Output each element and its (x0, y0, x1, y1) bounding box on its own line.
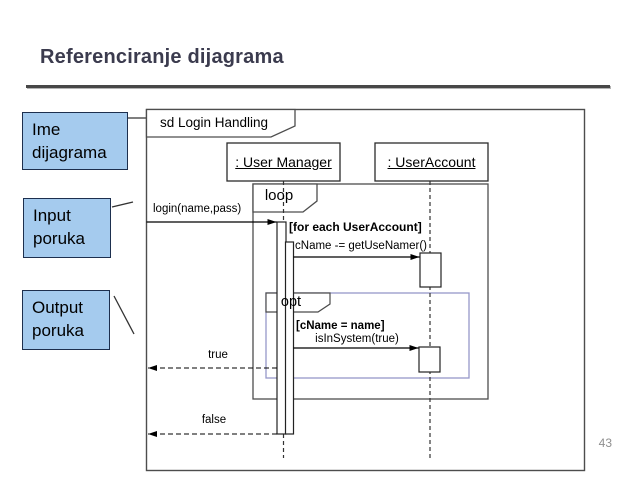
loop-operator-pentagon (252, 183, 318, 213)
title-underline-rule (26, 85, 610, 88)
user-manager-nested-activation (284, 241, 295, 435)
page-number: 43 (598, 436, 612, 450)
login-message-label: login(name,pass) (153, 203, 242, 215)
callout-output-message-line2: poruka (32, 321, 84, 340)
user-manager-activation (276, 221, 287, 435)
loop-fragment-frame (252, 183, 489, 400)
callout-output-message: Output poruka (22, 290, 110, 350)
user-account-head-box (374, 142, 489, 182)
sd-frame (145, 108, 586, 472)
callout-diagram-name-line1: Ime (32, 120, 61, 139)
sd-frame-label: sd Login Handling (159, 115, 269, 130)
user-account-activation-1 (419, 252, 442, 288)
opt-operator-label: opt (280, 294, 302, 310)
sd-frame-label-pentagon (145, 108, 296, 138)
callout-diagram-name-line2: dijagrama (32, 143, 107, 162)
loop-guard-label: [for each UserAccount] (289, 220, 422, 234)
lifeline-user-manager-name: : User Manager (235, 154, 332, 170)
opt-guard-label: [cName = name] (296, 320, 385, 332)
user-manager-head-box (226, 142, 341, 182)
slide-title: Referenciranje dijagrama (40, 46, 284, 68)
callout-input-message-line1: Input (33, 206, 71, 225)
connector-input-message (111, 201, 134, 208)
loop-operator-label: loop (264, 187, 294, 204)
get-user-name-message-label: cName -= getUseNamer() (295, 240, 427, 252)
callout-output-message-line1: Output (32, 298, 84, 317)
callout-input-message: Input poruka (23, 198, 111, 258)
lifeline-user-account-name: : UserAccount (387, 154, 476, 170)
callout-diagram-name: Ime dijagrama (22, 112, 128, 170)
return-true-label: true (208, 349, 228, 361)
callout-input-message-line2: poruka (33, 229, 85, 248)
is-in-system-message-label: isInSystem(true) (315, 333, 399, 345)
user-account-activation-2 (418, 346, 441, 373)
connector-output-message (113, 295, 135, 335)
return-false-label: false (201, 414, 227, 426)
opt-fragment-frame (265, 292, 470, 379)
